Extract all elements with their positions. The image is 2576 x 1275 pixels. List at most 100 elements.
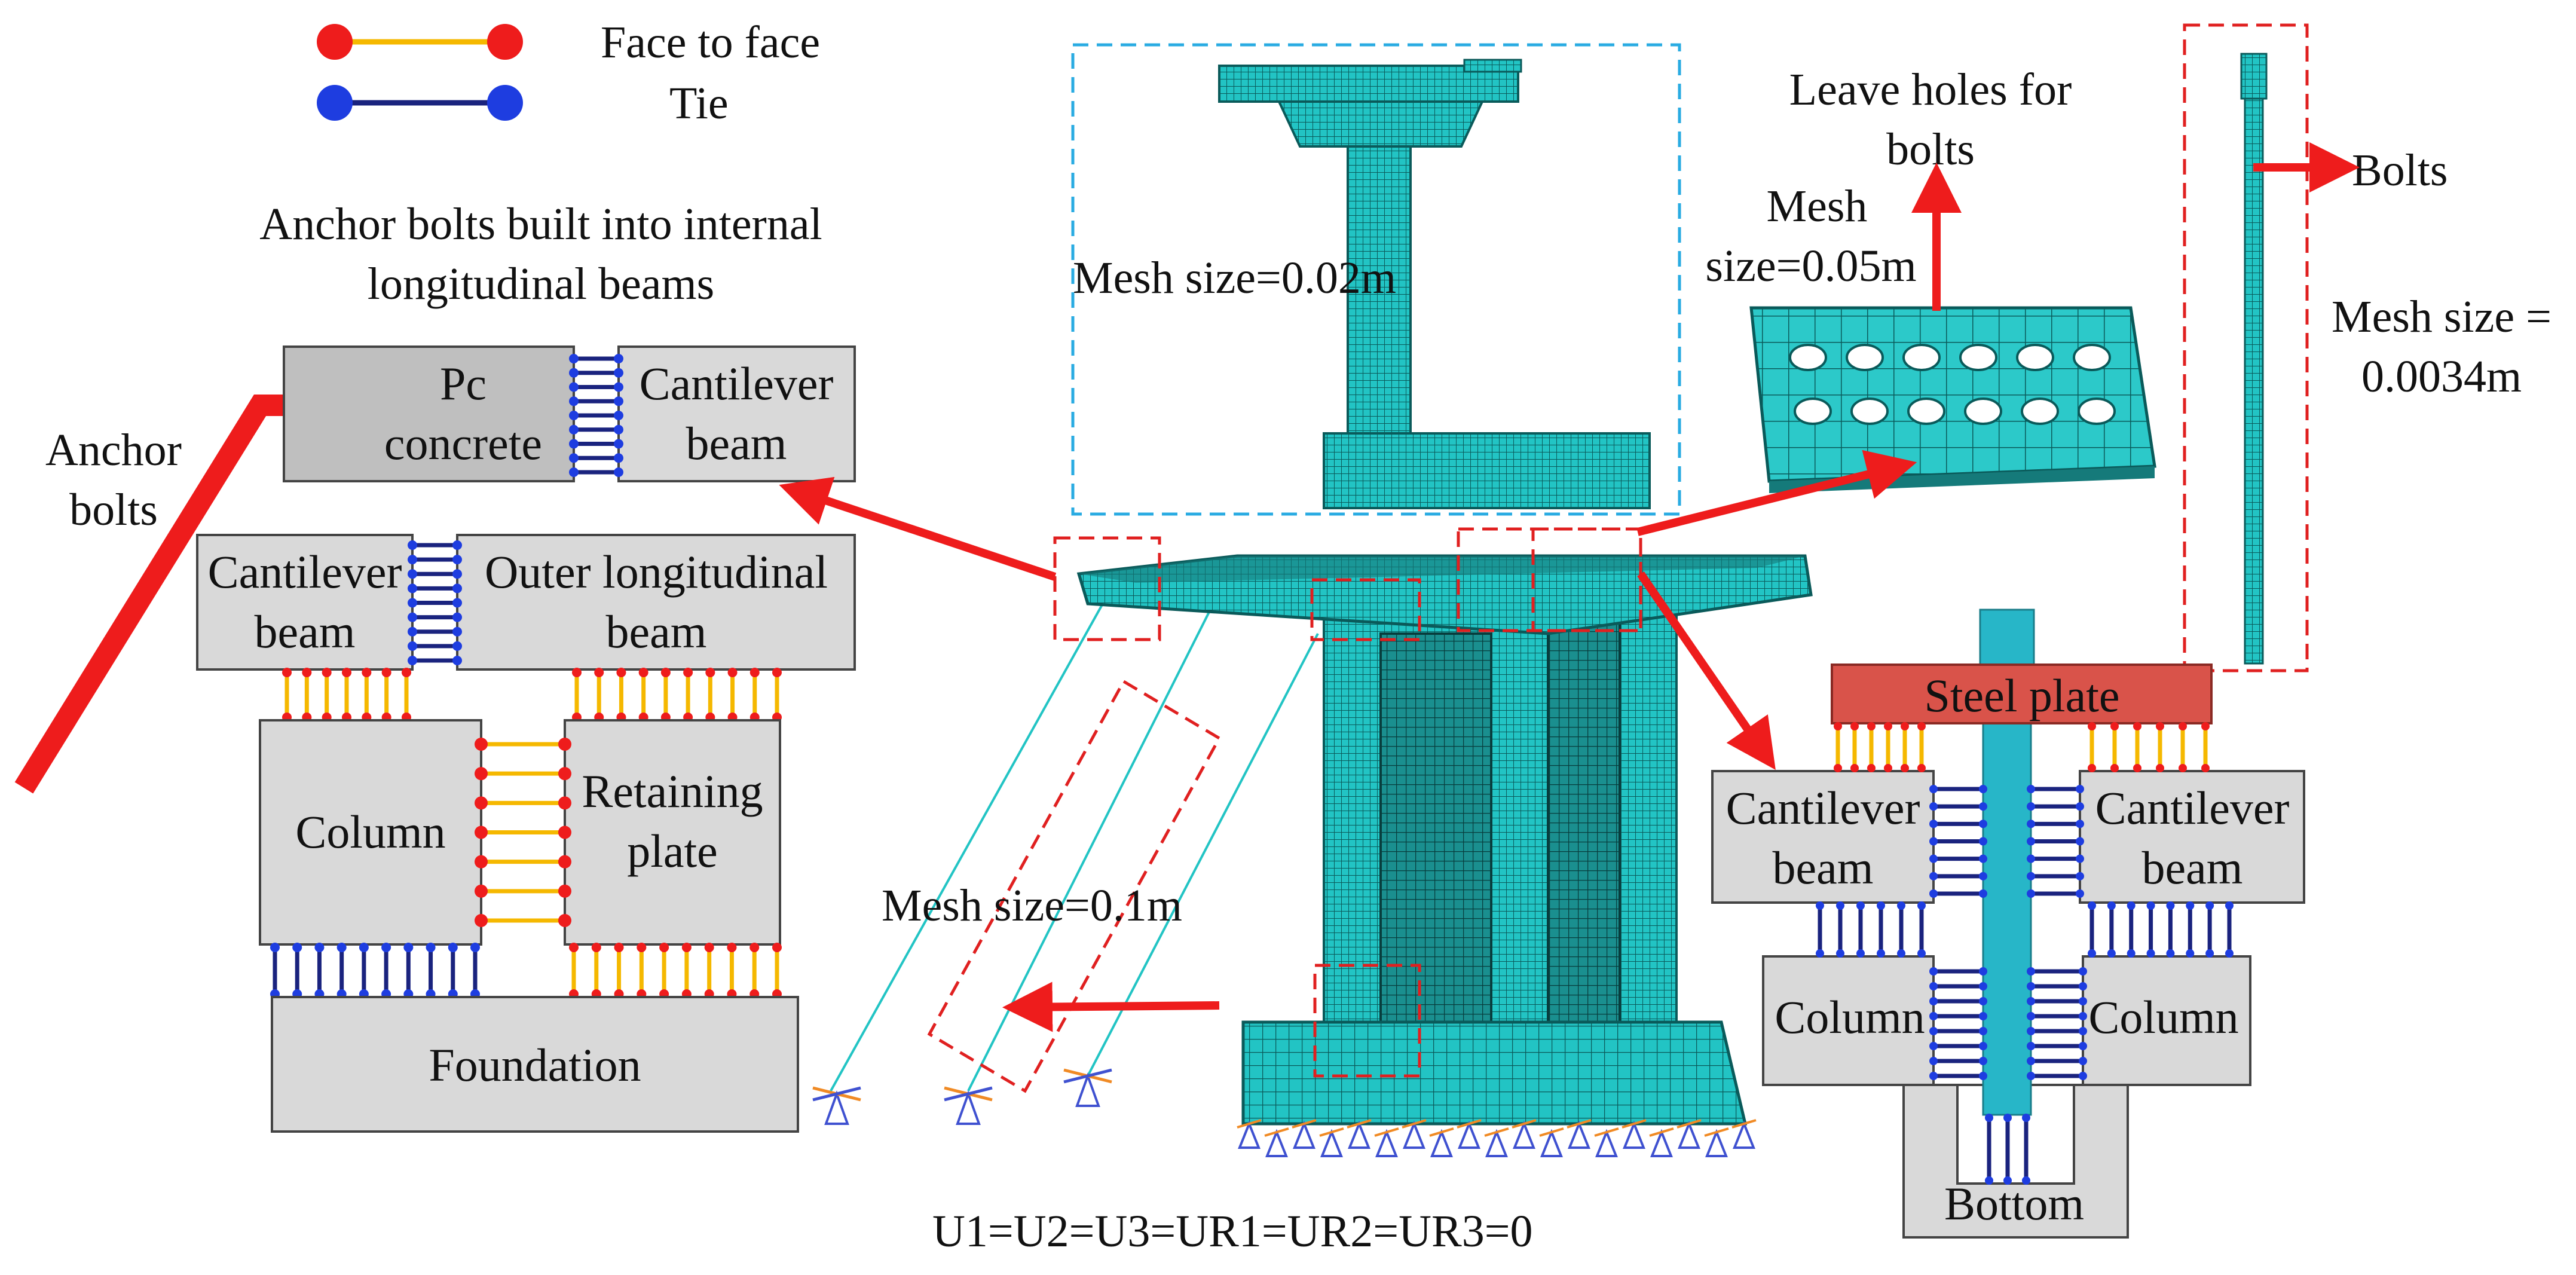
anchor-heading-line2: longitudinal beams [368,259,714,309]
leave-holes-line1: Leave holes for [1789,65,2072,115]
tie-dot [452,612,462,622]
support-glyph [1293,1120,1315,1149]
tie-dot [470,943,480,952]
cable-line [967,603,1214,1091]
foundation-mesh [1241,1020,1748,1126]
cantilever-beam-top-line2: beam [686,417,787,469]
tie-dot [2079,1012,2087,1020]
tie-dot [1979,1027,1987,1035]
ff-dot [660,668,671,677]
tie-dot [569,354,579,363]
outer-longitudinal-beam-box [456,534,856,671]
bolt-hole [2016,344,2054,371]
girder-haunch [1277,100,1485,148]
deck-top-face [1079,556,1805,583]
ff-dot [1884,722,1892,730]
support-glyph [1733,1120,1755,1149]
anchor-bolts-line2: bolts [69,485,158,535]
anchor-heading-line1: Anchor bolts built into internal [259,199,822,249]
tie-dot [1929,820,1938,828]
bolt-shank-mesh [2244,97,2264,665]
tie-dot [2027,802,2035,811]
cantilever-beam-top-box [617,345,856,482]
bolt-hole [2021,398,2059,425]
tie-dot [2027,1042,2035,1050]
ff-dot [1867,764,1876,772]
tie-dot [1917,901,1926,910]
tie-dot [569,396,579,406]
support-glyph [1595,1129,1618,1157]
tie-dot [2076,820,2084,828]
tie-dot [408,540,417,550]
tie-dot [2022,1176,2030,1185]
tie-dot [2027,1057,2035,1065]
cantilever-beam-mid-box [196,534,414,671]
column-box [259,719,482,946]
support-glyph [1622,1119,1647,1129]
girder-web [1347,145,1412,435]
ff-dot [342,668,351,677]
arrow-to-plate [1636,450,1917,536]
tie-dot [2107,901,2116,910]
support-glyph [1374,1127,1399,1137]
tie-dot [2003,1176,2012,1185]
tie-dot [2088,949,2096,958]
ff-dot [614,943,624,952]
tie-dot [2076,802,2084,811]
tie-dot [1836,901,1844,910]
support-glyph [824,1090,849,1125]
tie-dot [1856,901,1865,910]
bolt-hole [2073,344,2111,371]
tie-dot [2003,1114,2012,1122]
pc-concrete-line2: concrete [384,417,542,469]
foundation-box [271,996,799,1133]
tie-dot [336,943,347,952]
column-right-box [2082,955,2251,1086]
ff-dot [1884,764,1892,772]
tie-dot [1979,837,1987,846]
ff-dot [558,796,571,810]
girder-bottom-flange [1323,432,1651,509]
bottom-label: Bottom [1944,1178,2084,1230]
tie-dot [614,439,623,449]
support-glyph [1567,1119,1592,1129]
legend-face-to-face: Face to face [317,17,820,68]
arrow-to-pc-schematic [779,476,1057,581]
tie-dot [1979,1057,1987,1065]
ff-dot [558,825,571,839]
column-label: Column [295,806,445,858]
tie-dot [1816,949,1824,958]
tie-dot [2186,901,2195,910]
ff-dot [475,884,488,898]
ff-dot [558,767,571,781]
ff-dot [1917,722,1926,730]
face-to-face-cantilever-column [282,668,411,722]
tie-dot [408,626,417,637]
column-left-box [1762,955,1935,1086]
tie-dot [1979,1042,1987,1050]
girder-top-pad [1463,59,1522,73]
ff-dot [558,855,571,869]
cantilever-beam-mid-line2: beam [255,606,356,658]
cantilever-beam-left-box [1711,770,1935,904]
column-right-label: Column [2088,991,2238,1043]
tie-dot [452,555,462,565]
callout-box-base [1313,964,1421,1078]
steel-plate-label: Steel plate [1924,669,2119,721]
tie-dot [614,382,623,392]
support-glyph [1484,1127,1509,1137]
tie-dot [2079,997,2087,1005]
tie-dot [1897,901,1905,910]
ff-dot [637,943,647,952]
tie-dot [2146,949,2155,958]
ff-dot [594,668,604,677]
tie-dot [403,943,414,952]
mesh-002-label: Mesh size=0.02m [1073,253,1396,303]
support-glyph [812,1086,861,1102]
ff-dot [1834,764,1842,772]
ff-dot [475,738,488,751]
tie-dot [1929,1012,1938,1020]
tie-dot [1979,1012,1987,1020]
support-glyph [1540,1129,1563,1157]
tie-dot [569,453,579,463]
